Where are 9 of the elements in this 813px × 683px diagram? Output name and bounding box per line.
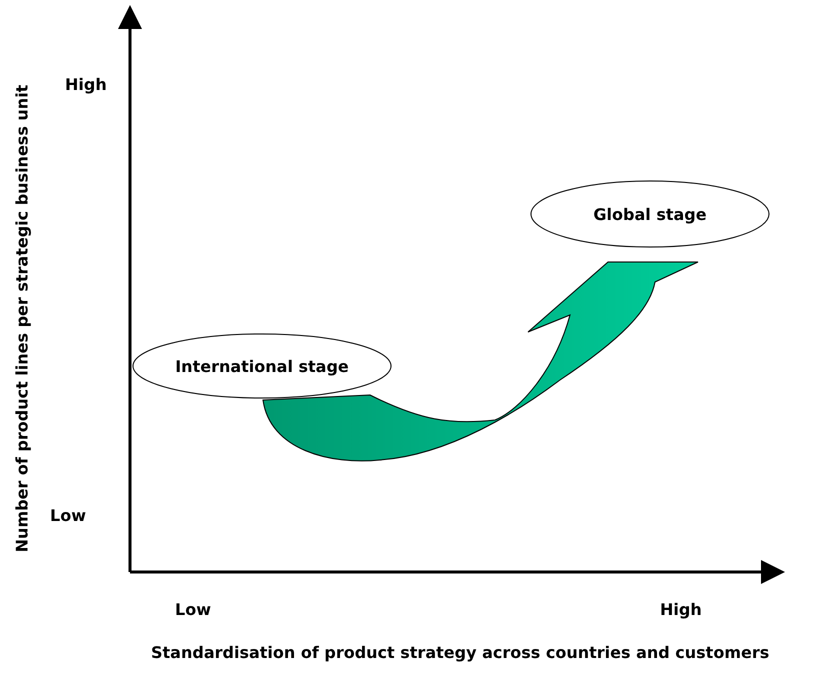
axis-tick-label: High	[660, 600, 702, 619]
axis-tick-label: High	[65, 75, 107, 94]
axis-tick-label: Low	[175, 600, 211, 619]
stage-label: International stage	[175, 356, 349, 376]
axis-title: Standardisation of product strategy across countries and customers	[151, 642, 770, 662]
block-arrow	[262, 262, 698, 462]
axis-tick-label: Low	[50, 506, 86, 525]
stage-label: Global stage	[593, 204, 707, 224]
axis-title: Number of product lines per strategic business unit	[12, 84, 32, 552]
